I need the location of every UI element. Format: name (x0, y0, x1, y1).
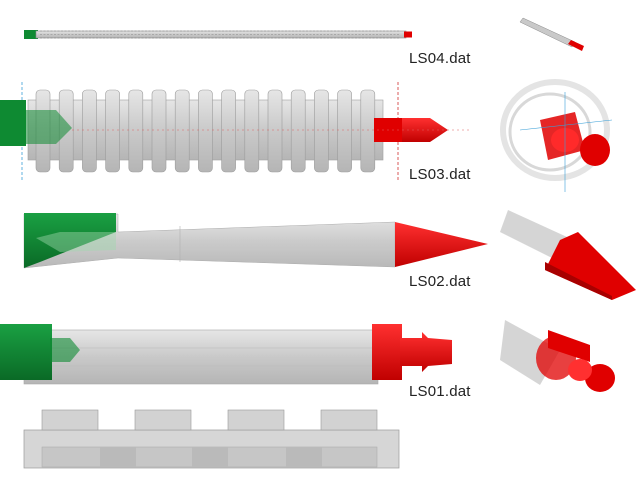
plate-side-view (23, 409, 400, 469)
ls01-red-end (372, 324, 402, 380)
ls03-rib (174, 89, 190, 173)
ls01-side-view (0, 324, 452, 385)
ls03-rib (360, 89, 376, 173)
ls03-rib (128, 89, 144, 173)
plate-stud (41, 409, 99, 431)
ls01-body (23, 329, 379, 385)
ls03-rib (244, 89, 260, 173)
ls02-green-end (24, 213, 116, 268)
label-ls01: LS01.dat (409, 383, 471, 400)
label-ls04: LS04.dat (409, 50, 471, 67)
ls02-red-tip (395, 222, 488, 267)
ls03-rib (314, 89, 329, 173)
plate-stud (320, 409, 378, 431)
ls03-rib (221, 89, 236, 173)
ls02-side-view (23, 213, 488, 269)
ls03-side-view (0, 82, 470, 180)
ls03-rib (105, 89, 120, 173)
ls03-rib (290, 89, 306, 173)
plate-stud (134, 409, 192, 431)
ls03-ribs (35, 89, 376, 173)
ls01-perspective-view (500, 320, 615, 392)
ls03-green-end (0, 100, 26, 146)
plate-stud (227, 409, 285, 431)
ls03-rib (267, 89, 283, 173)
label-ls03: LS03.dat (409, 166, 471, 183)
ls04-ribs (40, 30, 400, 39)
ls03-rib (337, 89, 352, 173)
ls02-perspective-view (500, 210, 636, 300)
ls04-shaft (35, 30, 407, 39)
ls04-perspective-view (519, 17, 584, 51)
ls03-red-tip (402, 118, 448, 142)
ls04-red-end (404, 31, 412, 38)
ls03-rib (151, 89, 167, 173)
ls03-perspective-view (500, 79, 613, 192)
ls01-red-tip (400, 332, 452, 372)
ls04-green-end (24, 30, 38, 39)
ls03-rib (82, 89, 97, 173)
ls01-green-end (0, 324, 52, 380)
ls03-rib (198, 89, 213, 173)
ls04-side-view (24, 30, 412, 39)
ls03-green-tip (24, 110, 72, 144)
label-ls02: LS02.dat (409, 273, 471, 290)
